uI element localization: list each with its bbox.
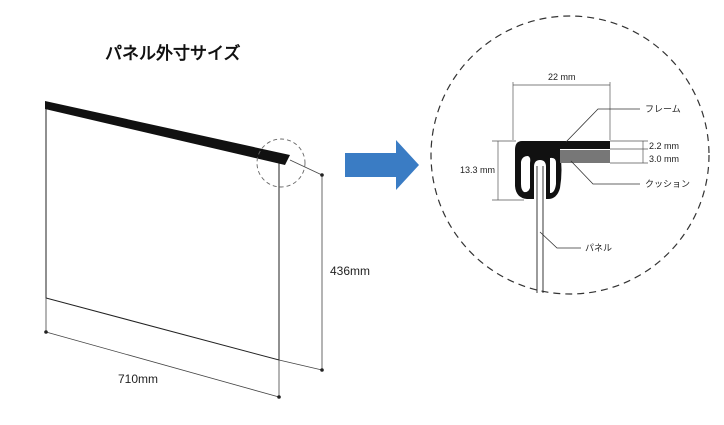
panel-callout-line: [539, 231, 581, 249]
panel-height-label: 436mm: [330, 264, 370, 278]
cushion-callout-label: クッション: [645, 179, 690, 190]
cushion-thickness-label: 3.0 mm: [649, 154, 679, 164]
width-dimension-line: [45, 331, 280, 398]
frame-callout-label: フレーム: [645, 104, 681, 115]
magnify-indicator-circle: [256, 138, 306, 188]
frame-inner-hollow-left: [521, 156, 531, 193]
panel-illustration: 436mm 710mm: [44, 101, 370, 399]
arrow-icon: [345, 140, 419, 190]
height-dim-dot-bottom: [320, 368, 324, 372]
depth-line-bottom: [278, 359, 323, 371]
cushion-callout-line: [570, 160, 640, 185]
frame-inner-hollow-right: [550, 157, 556, 193]
detail-view: 22 mm 13.3 mm 2.2 mm 3.0 mm フレーム クッション パ…: [430, 15, 710, 295]
width-dim-dot-right: [277, 395, 281, 399]
cushion-block: [560, 150, 610, 163]
diagram-title: パネル外寸サイズ: [105, 43, 241, 64]
panel-callout-label: パネル: [585, 243, 612, 254]
detail-dashed-circle: [430, 15, 710, 295]
depth-line-top: [289, 159, 323, 176]
panel-width-label: 710mm: [118, 372, 158, 386]
detail-width-label: 22 mm: [548, 72, 576, 82]
width-dim-dot-left: [44, 330, 48, 334]
detail-height-label: 13.3 mm: [460, 165, 495, 175]
frame-callout-line: [565, 108, 640, 143]
panel-top-frame: [45, 101, 290, 165]
frame-thickness-label: 2.2 mm: [649, 141, 679, 151]
frame-profile: [515, 141, 610, 199]
height-dim-dot-top: [320, 173, 324, 177]
